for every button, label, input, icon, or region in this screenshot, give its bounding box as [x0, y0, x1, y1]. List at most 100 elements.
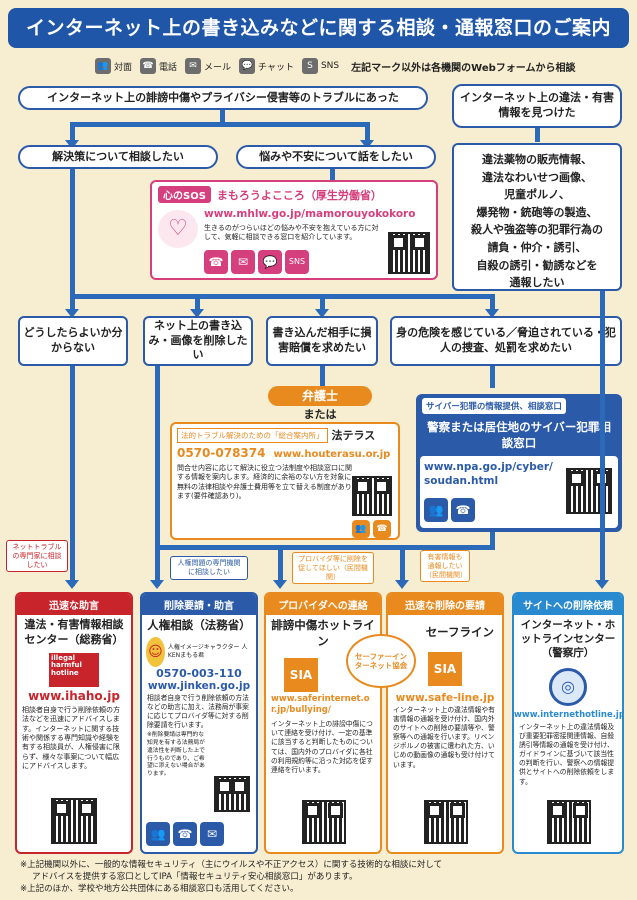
card-internet-hotline: サイトへの削除依頼 インターネット・ホットラインセンター（警察庁） ◎ www.…	[512, 592, 624, 854]
sns-icon: SNS	[285, 250, 309, 274]
heart-hands-icon: ♡	[158, 210, 198, 248]
houterasu-phone[interactable]: 0570-078374	[177, 446, 266, 460]
mascot-icon: ☺	[146, 636, 165, 667]
globe-icon: ◎	[549, 667, 587, 706]
sos-tag: 心のSOS	[158, 186, 211, 203]
phone-icon: ☎	[373, 520, 391, 538]
flow-illegal-found-box: インターネット上の違法・有害情報を見つけた	[452, 84, 622, 128]
qr-code	[302, 800, 346, 844]
sns-icon: S	[301, 58, 318, 74]
legend-label: 電話	[159, 62, 178, 73]
flow-damages-box: 書き込んだ相手に損害賠償を求めたい	[266, 316, 378, 366]
card-desc: インターネット上の誹謗中傷について連絡を受け付け、一定の基準に該当すると判断した…	[271, 720, 373, 774]
flow-danger-box: 身の危険を感じている／脅迫されている・犯人の捜査、処罰を求めたい	[390, 316, 622, 366]
card-bullying-hotline: プロバイダへの連絡 誹謗中傷ホットライン SIA www.saferintern…	[264, 592, 382, 854]
flow-unsure-box: どうしたらよいか分からない	[18, 316, 128, 366]
card-desc: 相談者自身で行う削除依頼の方法などを迅速にアドバイスします。インターネットに関す…	[22, 705, 120, 771]
qr-code	[214, 776, 250, 812]
flow-trouble-box: インターネット上の誹謗中傷やプライバシー侵害等のトラブルにあった	[18, 86, 428, 110]
sos-desc: 生きるのがつらいほどの悩みや不安を抱えている方に対して、気軽に相談できる窓口を紹…	[204, 224, 379, 242]
qr-code	[388, 232, 430, 274]
note-human-rights: 人権問題の専門機関に相談したい	[170, 556, 248, 580]
card-jinken: 削除要請・助言 人権相談（法務省） ☺ 人権イメージキャラクター 人KENまもる…	[140, 592, 258, 854]
police-url[interactable]: www.npa.go.jp/cyber/soudan.html	[424, 461, 553, 488]
qr-code	[547, 800, 591, 844]
sos-name: まもろうよこころ（厚生労働省）	[216, 188, 382, 202]
card-head: サイトへの削除依頼	[514, 594, 622, 615]
sia-logo: SIA	[428, 651, 462, 686]
card-url[interactable]: www.safe-line.jp	[395, 691, 495, 704]
card-ihaho: 迅速な助言 違法・有害情報相談センター（総務省） illegal harmful…	[15, 592, 133, 854]
footnote-line: ※上記機関以外に、一般的な情報セキュリティ（主にウイルスや不正アクセス）に関する…	[20, 860, 443, 870]
phone-icon: ☎	[140, 58, 157, 74]
card-url[interactable]: www.jinken.go.jp	[147, 679, 251, 692]
card-url[interactable]: www.saferinternet.or.jp/bullying/	[271, 694, 370, 716]
phone-icon: ☎	[173, 822, 197, 846]
card-url[interactable]: www.internethotline.jp	[514, 709, 624, 720]
card-head: 削除要請・助言	[142, 594, 256, 615]
phone-icon: ☎	[204, 250, 228, 274]
qr-code	[424, 800, 468, 844]
card-name: 違法・有害情報相談センター（総務省）	[24, 618, 124, 646]
card-url[interactable]: www.ihaho.jp	[28, 688, 120, 703]
card-desc: インターネット上の違法情報及び重要犯罪密接関連情報、自殺誘引等情報の通報を受け付…	[519, 722, 615, 786]
ihaho-logo: illegal harmful hotline	[49, 652, 99, 687]
footnotes: ※上記機関以外に、一般的な情報セキュリティ（主にウイルスや不正アクセス）に関する…	[20, 860, 620, 896]
flow-delete-box: ネット上の書き込み・画像を削除したい	[143, 316, 253, 366]
flow-consult-box: 解決策について相談したい	[18, 145, 218, 169]
face-to-face-icon: 👥	[424, 498, 448, 522]
card-head: 迅速な助言	[17, 594, 131, 615]
houterasu-url[interactable]: www.houterasu.or.jp	[273, 449, 391, 460]
qr-code	[352, 476, 392, 516]
legend-label: 対面	[114, 62, 133, 73]
card-name: 人権相談（法務省）	[147, 618, 251, 632]
footnote-line: ※上記のほか、学校や地方公共団体にある相談窓口も活用してください。	[20, 883, 299, 894]
phone-icon: ☎	[451, 498, 475, 522]
mail-icon: ✉	[231, 250, 255, 274]
card-name: インターネット・ホットラインセンター（警察庁）	[520, 619, 616, 660]
safer-internet-badge: セーファーインターネット協会	[346, 634, 416, 688]
police-card: サイバー犯罪の情報提供、相談窓口 警察または居住地のサイバー犯罪相談窓口 www…	[416, 394, 622, 532]
lawyer-label: 弁護士	[268, 386, 372, 406]
or-label: または	[303, 408, 337, 421]
mail-icon: ✉	[185, 58, 202, 74]
illegal-info-list: 違法薬物の販売情報、 違法なわいせつ画像、 児童ポルノ、 爆発物・銃砲等の製造、…	[452, 143, 622, 291]
qr-code	[566, 468, 612, 514]
sia-logo: SIA	[284, 658, 318, 693]
note-harmful: 有害情報も通報したい（民間機関）	[420, 550, 470, 583]
page-title: インターネット上の書き込みなどに関する相談・通報窓口のご案内	[8, 8, 629, 48]
card-safeline: 迅速な削除の要請 セーフライン SIA www.safe-line.jp インタ…	[386, 592, 504, 854]
card-note: ※削除要請は専門的な知見を有する法務局が違法性を判断した上で行うものであり、ご希…	[147, 732, 205, 778]
police-name: 警察または居住地のサイバー犯罪相談窓口	[427, 420, 611, 450]
face-to-face-icon: 👥	[95, 58, 111, 74]
legend-label: SNS	[320, 61, 340, 71]
card-head: プロバイダへの連絡	[266, 594, 380, 615]
footnote-line: アドバイスを提供する窓口としてIPA「情報セキュリティ安心相談窓口」があります。	[32, 871, 358, 882]
note-expert: ネットトラブルの専門家に相談したい	[6, 540, 68, 573]
qr-code	[51, 798, 97, 844]
houterasu-card: 法的トラブル解決のための「総合案内所」 法テラス 0570-078374 www…	[170, 422, 400, 540]
face-to-face-icon: 👥	[352, 520, 370, 538]
card-phone[interactable]: 0570-003-110	[156, 666, 242, 680]
houterasu-name: 法テラス	[331, 429, 376, 442]
flow-worry-box: 悩みや不安について話をしたい	[236, 145, 436, 169]
legend-label: チャット	[258, 62, 294, 73]
sos-url[interactable]: www.mhlw.go.jp/mamorouyokokoro	[204, 208, 416, 220]
chat-icon: 💬	[239, 58, 256, 74]
houterasu-tag: 法的トラブル解決のための「総合案内所」	[177, 427, 328, 443]
note-provider: プロバイダ等に削除を促してほしい（民間機関）	[292, 552, 374, 585]
sos-card: 心のSOS まもろうよこころ（厚生労働省） ♡ www.mhlw.go.jp/m…	[150, 180, 438, 280]
police-tag: サイバー犯罪の情報提供、相談窓口	[422, 398, 566, 414]
legend-label: メール	[204, 62, 232, 73]
card-head: 迅速な削除の要請	[388, 594, 502, 615]
houterasu-desc: 問合せ内容に応じて解決に役立つ法制度や相談窓口に関する情報を案内します。経済的に…	[177, 464, 352, 501]
card-name: セーフライン	[425, 625, 494, 639]
face-to-face-icon: 👥	[146, 822, 170, 846]
mascot-label: 人権イメージキャラクター 人KENまもる君	[167, 644, 248, 659]
card-desc: 相談者自身で行う削除依頼の方法などの助言に加え、法務局が事案に応じてプロバイダ等…	[147, 693, 249, 730]
legend-note: 左記マーク以外は各機関のWebフォームから相談	[351, 62, 576, 74]
card-desc: インターネット上の違法情報や有害情報の通報を受け付け、国内外のサイトへの削除の要…	[393, 705, 495, 769]
chat-icon: 💬	[258, 250, 282, 274]
card-name: 誹謗中傷ホットライン	[271, 618, 375, 648]
